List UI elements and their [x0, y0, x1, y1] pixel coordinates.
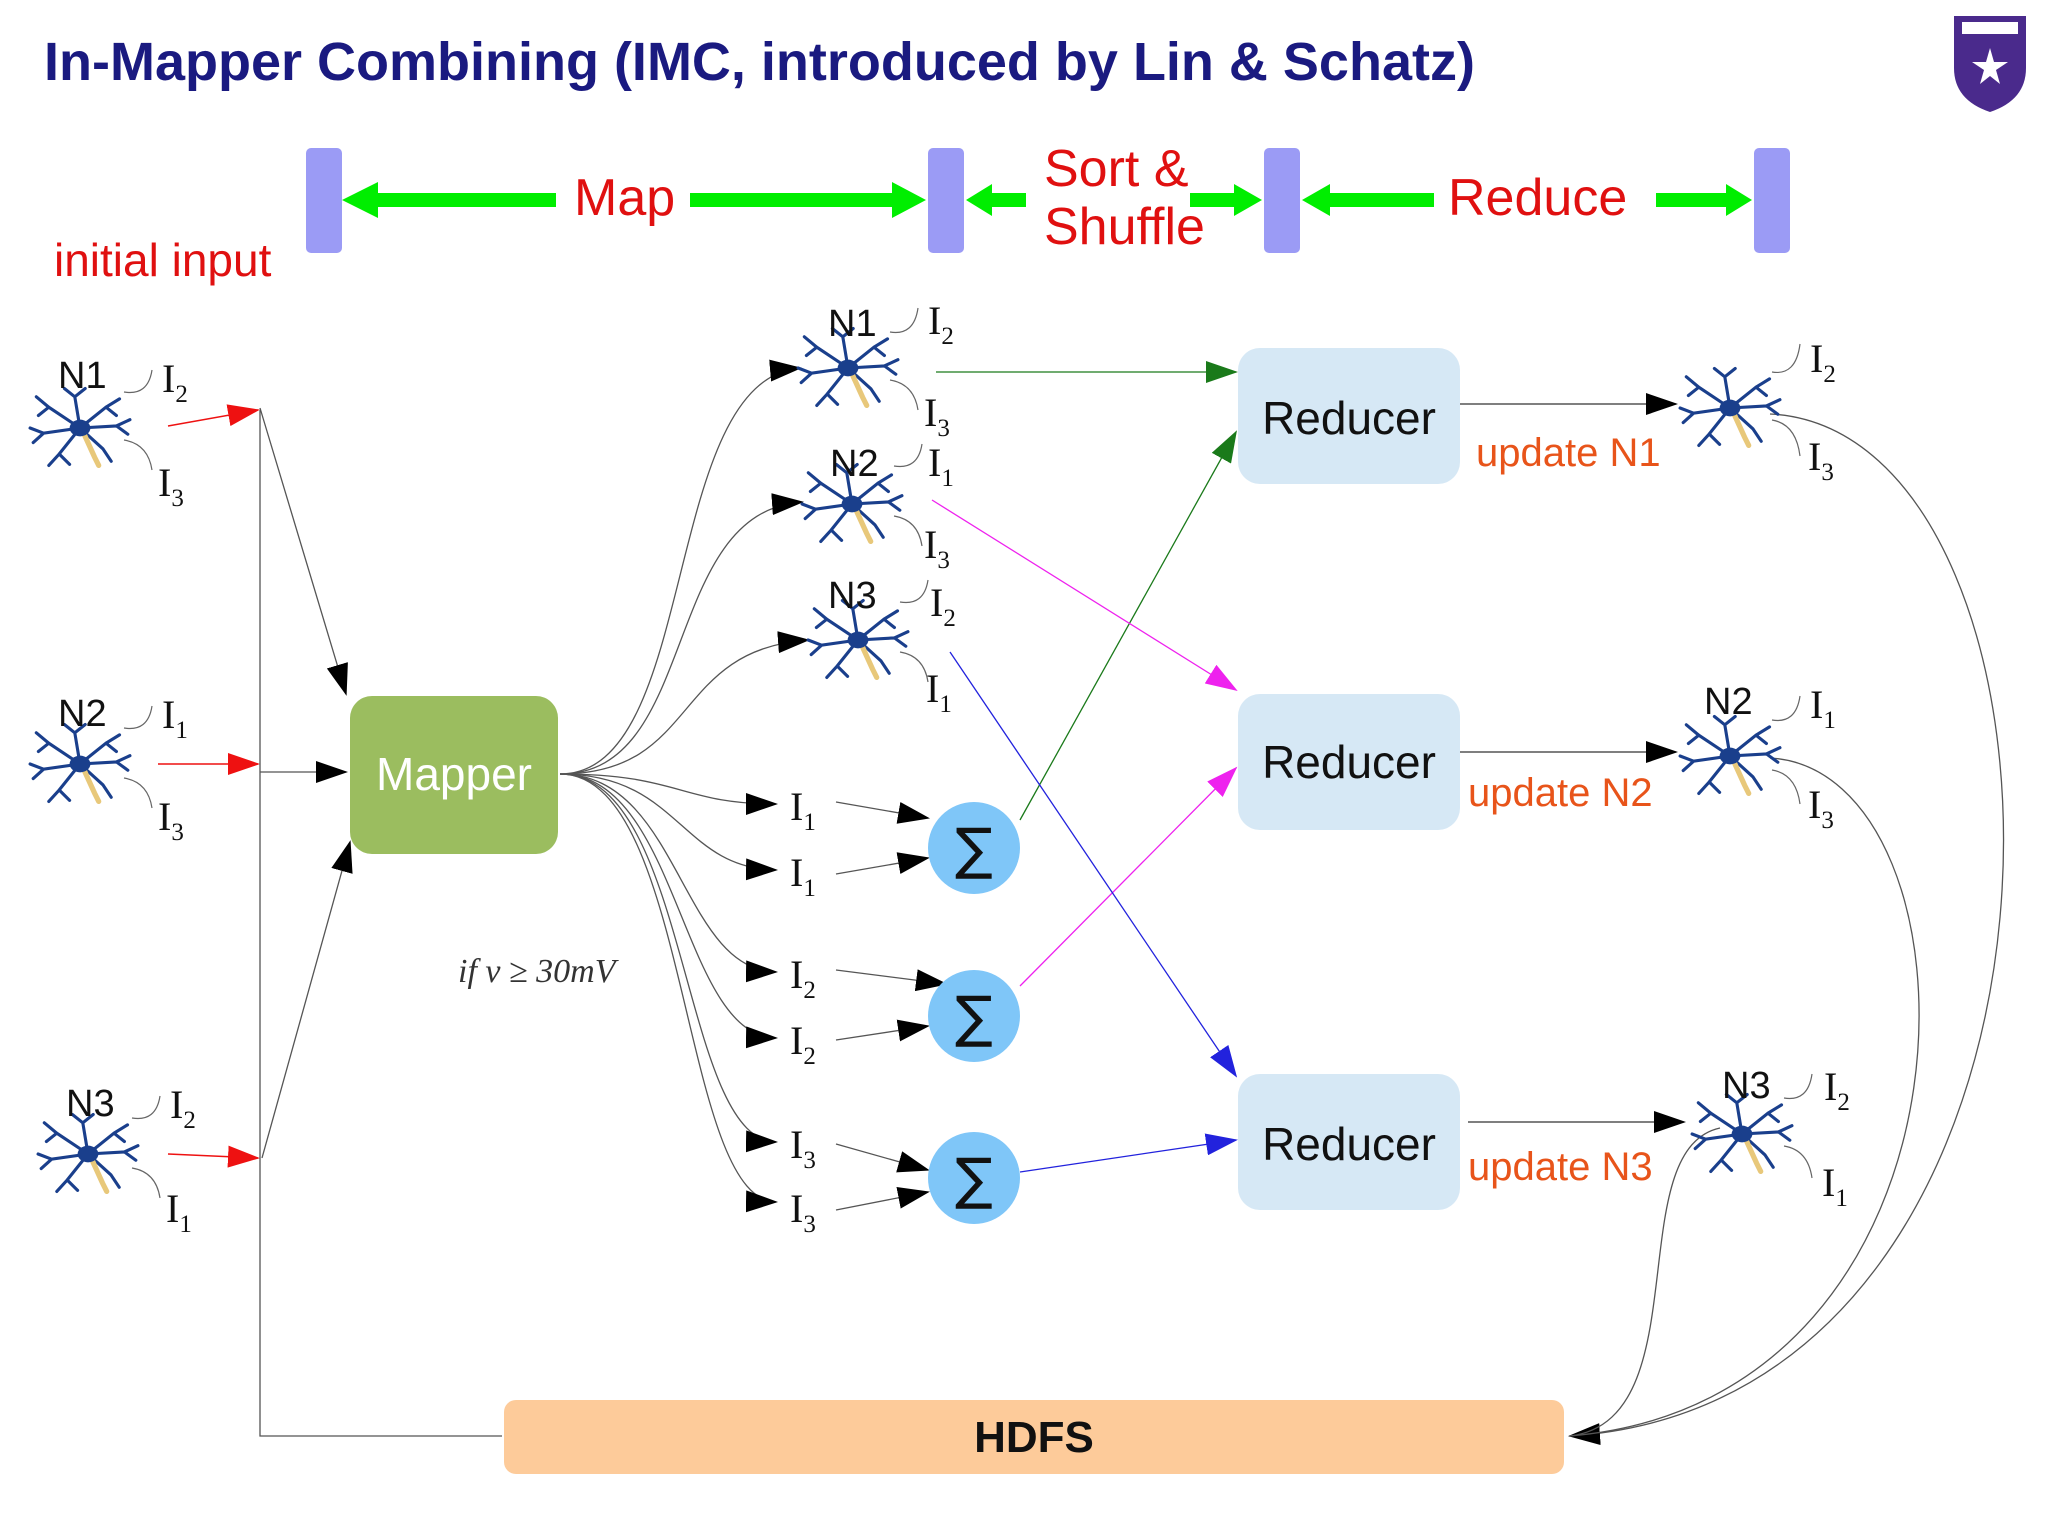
page-title: In-Mapper Combining (IMC, introduced by … [44, 32, 1475, 92]
svg-text:I2: I2 [162, 356, 188, 408]
svg-text:N3: N3 [828, 575, 877, 617]
svg-text:I1: I1 [166, 1186, 192, 1238]
intermediate-i1-b: I1 [790, 850, 816, 902]
intermediate-i3-a: I3 [790, 1122, 816, 1174]
svg-text:I2: I2 [930, 580, 956, 632]
svg-text:Reducer: Reducer [1262, 1118, 1436, 1170]
svg-text:N1: N1 [58, 355, 107, 397]
update-n2-label: update N2 [1468, 771, 1653, 815]
sum-node-3: ∑ [928, 1132, 1020, 1224]
hdfs-storage: HDFS [504, 1400, 1564, 1474]
svg-text:N3: N3 [1722, 1065, 1771, 1107]
svg-text:I2: I2 [1810, 336, 1836, 388]
reducer-2: Reducer update N2 [1238, 694, 1653, 830]
phase-bar-sort-end [1264, 148, 1300, 253]
output-node-n3: N3 I2 I1 [1692, 1064, 1850, 1212]
svg-text:∑: ∑ [955, 1147, 993, 1212]
phase-label-map: Map [574, 169, 675, 227]
output-node-n1: I2 I3 [1680, 336, 1836, 486]
sigma-icon [928, 802, 1020, 894]
phase-bar-reduce-end [1754, 148, 1790, 253]
svg-text:N2: N2 [830, 443, 879, 485]
svg-text:N3: N3 [66, 1083, 115, 1125]
svg-text:I1: I1 [1822, 1160, 1848, 1212]
svg-text:I1: I1 [162, 692, 188, 744]
reducer-3: Reducer update N3 [1238, 1074, 1653, 1210]
svg-text:I2: I2 [170, 1082, 196, 1134]
sigma-icon [928, 1132, 1020, 1224]
mid-node-n2: N2 I1 I3 [802, 440, 954, 574]
neuron-icon [30, 388, 130, 465]
svg-text:I3: I3 [924, 390, 950, 442]
initial-input-label: initial input [54, 234, 272, 286]
connections [158, 359, 2005, 1445]
svg-text:HDFS: HDFS [974, 1413, 1094, 1462]
svg-text:I1: I1 [928, 440, 954, 492]
input-node-n3: N3 I2 I1 [38, 1082, 196, 1238]
phase-arrows [342, 182, 1752, 218]
phase-label-shuffle: Shuffle [1044, 198, 1205, 256]
svg-text:I2: I2 [1824, 1064, 1850, 1116]
university-shield-logo [1954, 16, 2026, 112]
svg-text:Reducer: Reducer [1262, 392, 1436, 444]
svg-text:I2: I2 [928, 298, 954, 350]
input-node-n1: N1 I2 I3 [30, 355, 188, 512]
svg-text:Mapper: Mapper [376, 748, 532, 800]
svg-text:N2: N2 [1704, 681, 1753, 723]
phase-label-sort: Sort & [1044, 140, 1189, 198]
svg-text:Reducer: Reducer [1262, 736, 1436, 788]
intermediate-i3-b: I3 [790, 1186, 816, 1238]
neuron-icon [1680, 368, 1780, 445]
svg-text:I3: I3 [158, 794, 184, 846]
mid-node-n1: N1 I2 I3 [798, 298, 954, 442]
sum-node-2: ∑ [928, 970, 1020, 1062]
reducer-1: Reducer update N1 [1238, 348, 1661, 484]
intermediate-i1-a: I1 [790, 784, 816, 836]
phase-bar-map-end [928, 148, 964, 253]
sum-node-1: ∑ [928, 802, 1020, 894]
svg-text:∑: ∑ [955, 817, 993, 882]
condition-label: if v ≥ 30mV [458, 953, 620, 990]
update-n3-label: update N3 [1468, 1145, 1653, 1189]
neuron-icon [38, 1114, 138, 1191]
sigma-icon [928, 970, 1020, 1062]
intermediate-i2-a: I2 [790, 952, 816, 1004]
input-node-n2: N2 I1 I3 [30, 692, 188, 846]
mid-node-n3: N3 I2 I1 [808, 575, 956, 718]
intermediate-i2-b: I2 [790, 1018, 816, 1070]
svg-text:I3: I3 [158, 460, 184, 512]
svg-text:I1: I1 [926, 666, 952, 718]
neuron-icon [30, 724, 130, 801]
phase-label-reduce: Reduce [1448, 169, 1627, 227]
svg-text:I3: I3 [1808, 782, 1834, 834]
intermediate-values: I1 I1 I2 I2 I3 I3 [790, 784, 816, 1238]
phase-bar-start [306, 148, 342, 253]
svg-text:I3: I3 [924, 522, 950, 574]
svg-text:I3: I3 [1808, 434, 1834, 486]
mapper-box: Mapper [350, 696, 558, 854]
svg-text:I1: I1 [1810, 682, 1836, 734]
update-n1-label: update N1 [1476, 431, 1661, 475]
neuron-icon [1680, 716, 1780, 793]
svg-text:N1: N1 [828, 303, 877, 345]
svg-text:N2: N2 [58, 693, 107, 735]
output-node-n2: N2 I1 I3 [1680, 681, 1836, 834]
svg-text:∑: ∑ [955, 985, 993, 1050]
